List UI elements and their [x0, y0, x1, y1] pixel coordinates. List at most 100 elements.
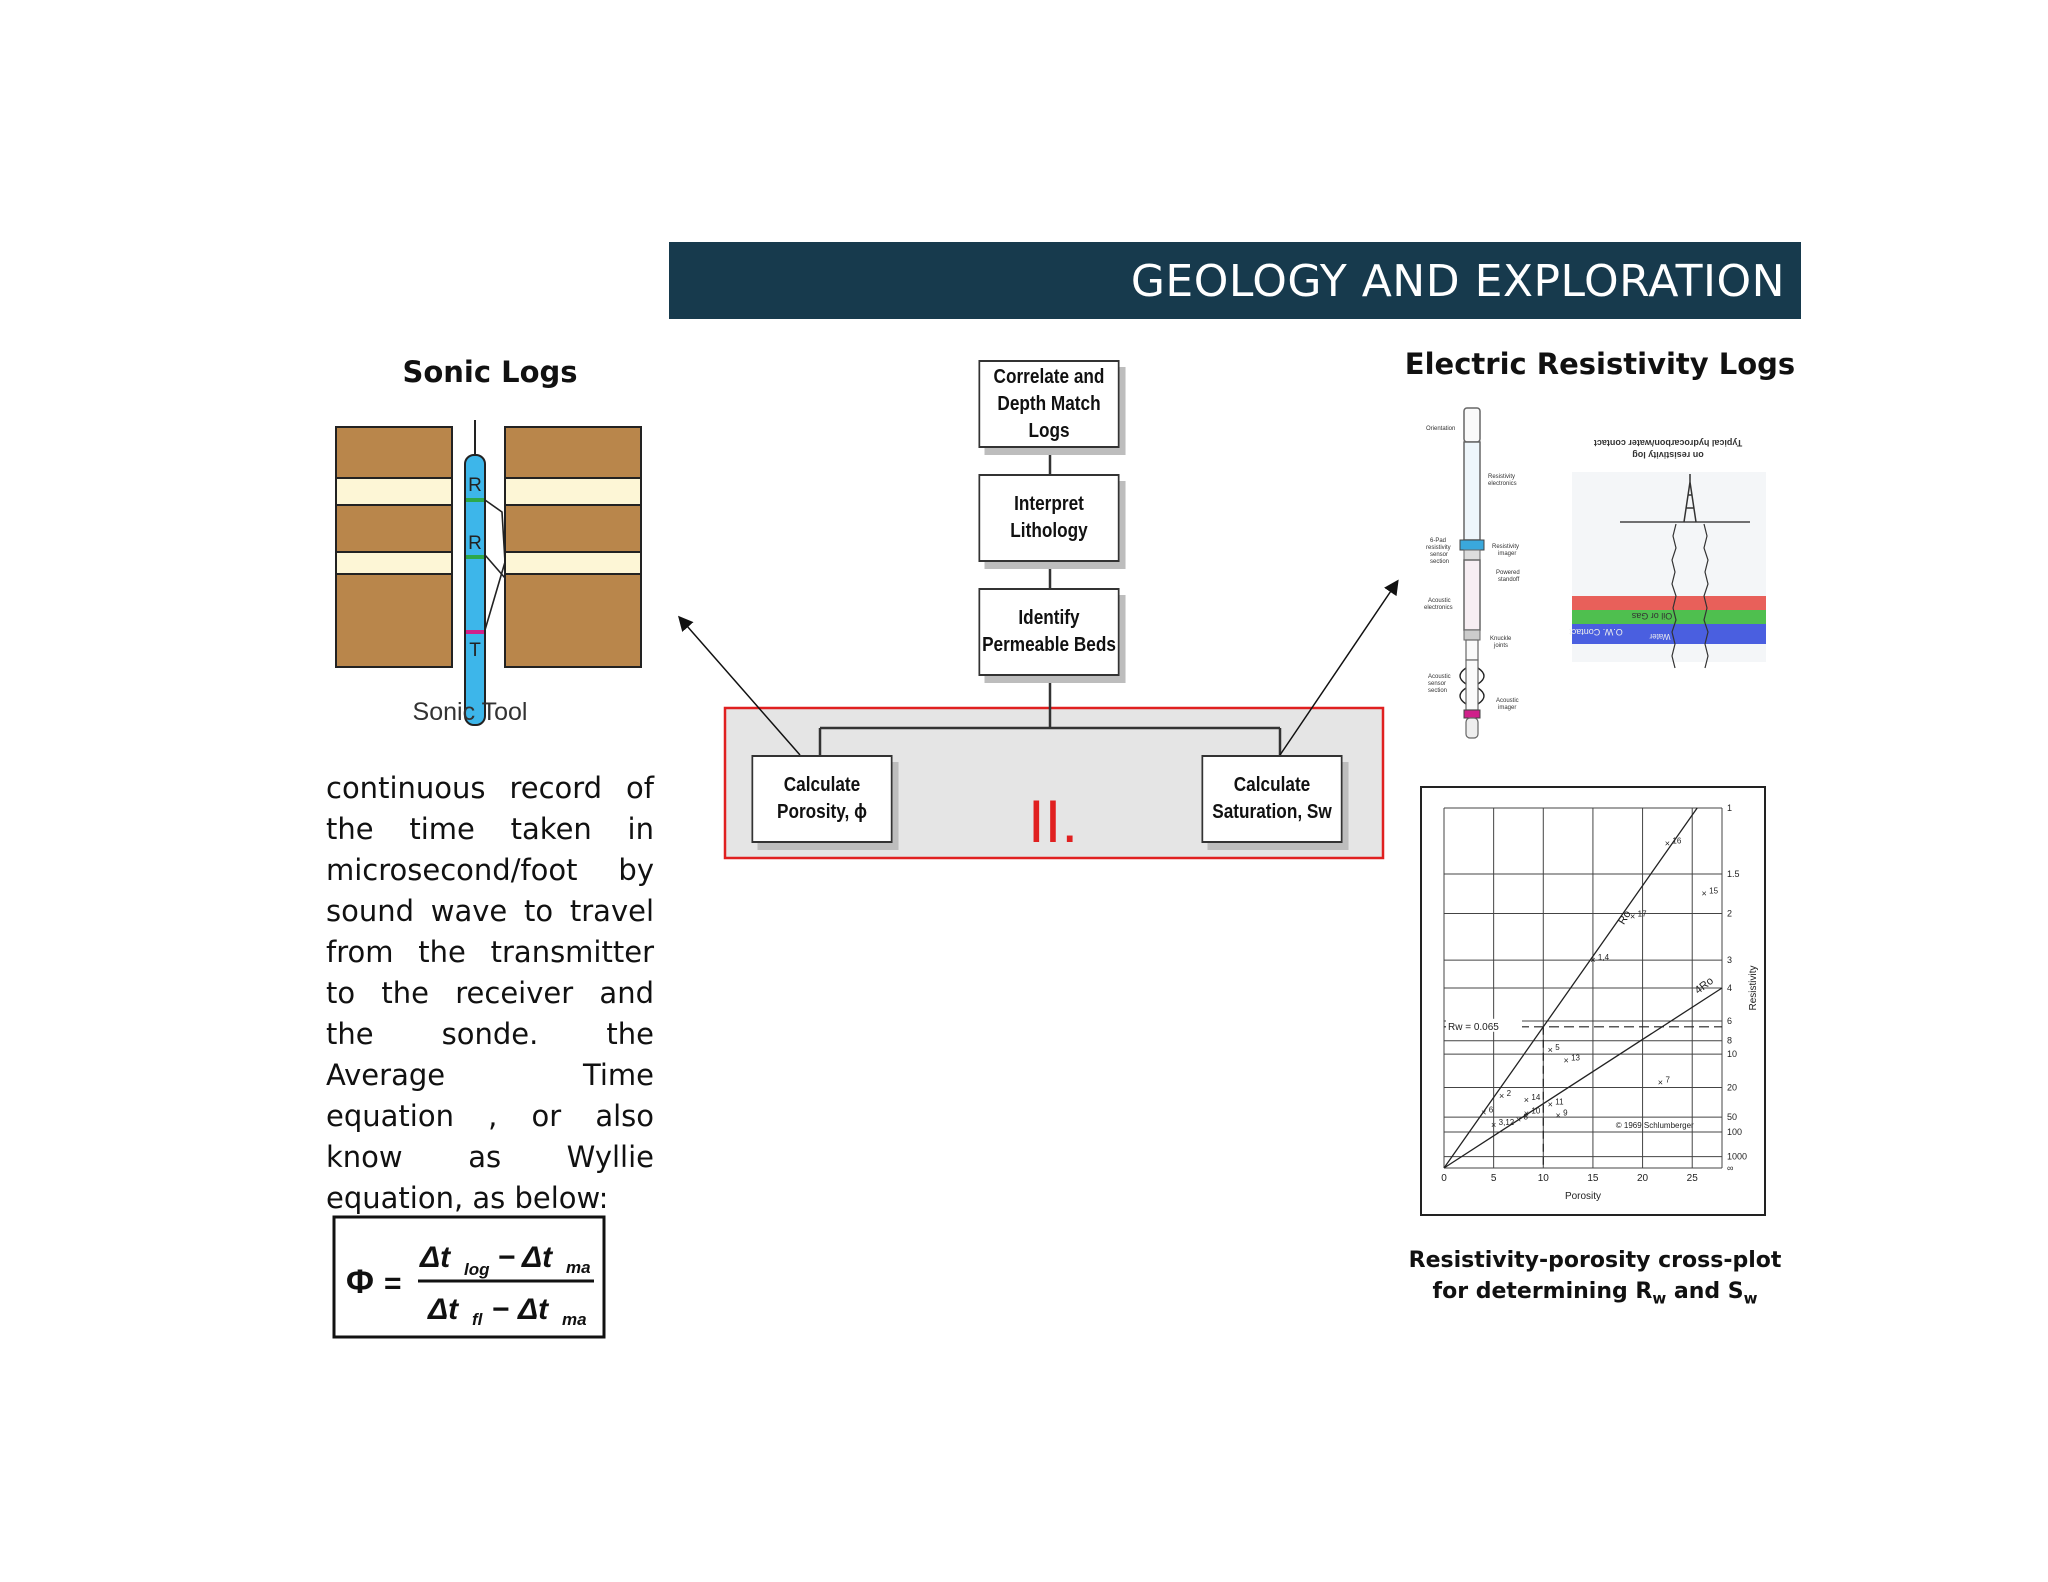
sonic-sonde: [464, 454, 486, 726]
svg-text:sensor: sensor: [1428, 681, 1446, 687]
data-point-label: 16: [1672, 836, 1681, 845]
svg-text:joints: joints: [1493, 643, 1508, 649]
y-tick-label: 4: [1727, 983, 1732, 993]
svg-text:Δt: Δt: [419, 1241, 452, 1274]
transmitter-band: [466, 630, 484, 634]
data-point-marker: ×: [1481, 1107, 1486, 1117]
y-tick-label: 10: [1727, 1049, 1737, 1059]
svg-text:log: log: [464, 1260, 490, 1279]
svg-text:electronics: electronics: [1424, 605, 1453, 611]
page-title: GEOLOGY AND EXPLORATION: [1130, 256, 1785, 307]
data-point-marker: ×: [1590, 955, 1595, 965]
svg-text:Powered: Powered: [1496, 570, 1520, 576]
data-point-marker: ×: [1548, 1099, 1553, 1109]
svg-text:Acoustic: Acoustic: [1428, 674, 1451, 680]
data-point-marker: ×: [1630, 912, 1635, 922]
svg-text:Knuckle: Knuckle: [1490, 636, 1512, 642]
receiver-label-2: R: [468, 533, 482, 554]
derrick-icon: [1683, 474, 1697, 523]
equation-lhs: Φ: [346, 1263, 374, 1301]
bed-left-upper: [335, 477, 453, 506]
imaging-tool: [1459, 407, 1485, 739]
x-axis-label: Porosity: [1565, 1191, 1601, 1202]
svg-text:Δt: Δt: [521, 1241, 554, 1274]
x-tick-label: 20: [1637, 1173, 1649, 1184]
data-point-marker: ×: [1491, 1120, 1496, 1130]
rock-left: [335, 426, 453, 668]
svg-text:Δt: Δt: [517, 1293, 550, 1326]
svg-text:Acoustic: Acoustic: [1496, 698, 1519, 704]
data-point-marker: ×: [1499, 1091, 1504, 1101]
svg-text:Typical hydrocarbon/water cont: Typical hydrocarbon/water contact: [1594, 438, 1742, 448]
data-point-label: 8: [1523, 1112, 1528, 1121]
arrow-to-sonic: [678, 615, 801, 756]
data-point-label: 1,4: [1598, 953, 1610, 962]
y-tick-label: 100: [1727, 1127, 1742, 1137]
svg-text:sensor: sensor: [1430, 552, 1448, 558]
svg-text:on resistivity log: on resistivity log: [1632, 450, 1704, 460]
transmitter-label: T: [469, 640, 481, 661]
y-tick-label: 50: [1727, 1112, 1737, 1122]
step-label: II.: [1028, 788, 1078, 855]
svg-text:−: −: [492, 1293, 510, 1326]
chart-copyright: © 1969 Schlumberger: [1616, 1121, 1694, 1130]
data-point-label: 9: [1563, 1108, 1568, 1117]
hydrocarbon-contact-log: Typical hydrocarbon/water contact on res…: [1569, 438, 1766, 669]
data-point-marker: ×: [1665, 838, 1670, 848]
svg-text:Acoustic: Acoustic: [1428, 598, 1451, 604]
data-point-marker: ×: [1524, 1095, 1529, 1105]
y-tick-label: 1: [1727, 803, 1732, 813]
svg-text:6-Pad: 6-Pad: [1430, 538, 1446, 544]
data-point-label: 6: [1489, 1105, 1494, 1114]
svg-text:electronics: electronics: [1488, 481, 1517, 487]
data-point-marker: ×: [1516, 1114, 1521, 1124]
crossplot-points: ×16×15×17×1,4×5×13×7×2×14×11×6×10×9×8×3,…: [1481, 836, 1718, 1130]
svg-text:Oil or Gas: Oil or Gas: [1631, 611, 1672, 621]
svg-text:−: −: [498, 1241, 516, 1274]
crossplot-caption: Resistivity-porosity cross-plot for dete…: [1408, 1248, 1782, 1308]
arrow-to-resistivity: [1279, 579, 1399, 756]
x-tick-label: 5: [1491, 1173, 1497, 1184]
y-axis-label: Resistivity: [1748, 965, 1759, 1010]
svg-text:Resistivity: Resistivity: [1492, 544, 1519, 550]
y-tick-label: 8: [1727, 1036, 1732, 1046]
sonic-logs-title: Sonic Logs: [402, 355, 578, 389]
data-point-label: 7: [1665, 1076, 1670, 1085]
data-point-marker: ×: [1524, 1109, 1529, 1119]
y-tick-label: 1.5: [1727, 869, 1740, 879]
data-point-label: 3,12: [1499, 1118, 1515, 1127]
data-point-label: 14: [1531, 1093, 1540, 1102]
data-point-marker: ×: [1701, 889, 1706, 899]
x-tick-label: 10: [1538, 1173, 1550, 1184]
resistivity-tool-diagram: Orientation Resistivity electronics 6-Pa…: [1424, 407, 1766, 739]
svg-text:Orientation: Orientation: [1426, 426, 1455, 432]
rock-right: [504, 426, 642, 668]
svg-text:standoff: standoff: [1498, 577, 1520, 583]
svg-text:O.W. Contact: O.W. Contact: [1569, 627, 1623, 637]
svg-text:imager: imager: [1498, 705, 1516, 711]
data-point-marker: ×: [1548, 1045, 1553, 1055]
wave-path: [484, 499, 506, 631]
svg-text:ma: ma: [562, 1310, 587, 1329]
data-point-label: 13: [1571, 1053, 1580, 1062]
x-tick-label: 0: [1441, 1173, 1447, 1184]
rw-label: Rw = 0.065: [1448, 1022, 1499, 1033]
data-point-marker: ×: [1556, 1110, 1561, 1120]
svg-text:fl: fl: [472, 1310, 484, 1329]
receiver-label-1: R: [468, 475, 482, 496]
y-tick-label: 2: [1727, 908, 1732, 918]
resistivity-logs-title: Electric Resistivity Logs: [1404, 347, 1796, 381]
data-point-label: 15: [1709, 887, 1718, 896]
svg-text:section: section: [1430, 559, 1449, 565]
svg-text:section: section: [1428, 688, 1447, 694]
y-tick-label: 3: [1727, 955, 1732, 965]
svg-text:resistivity: resistivity: [1426, 545, 1451, 551]
svg-text:ma: ma: [566, 1258, 591, 1277]
x-tick-label: 15: [1587, 1173, 1599, 1184]
svg-text:Water: Water: [1649, 632, 1670, 641]
bed-right-lower: [504, 551, 642, 575]
